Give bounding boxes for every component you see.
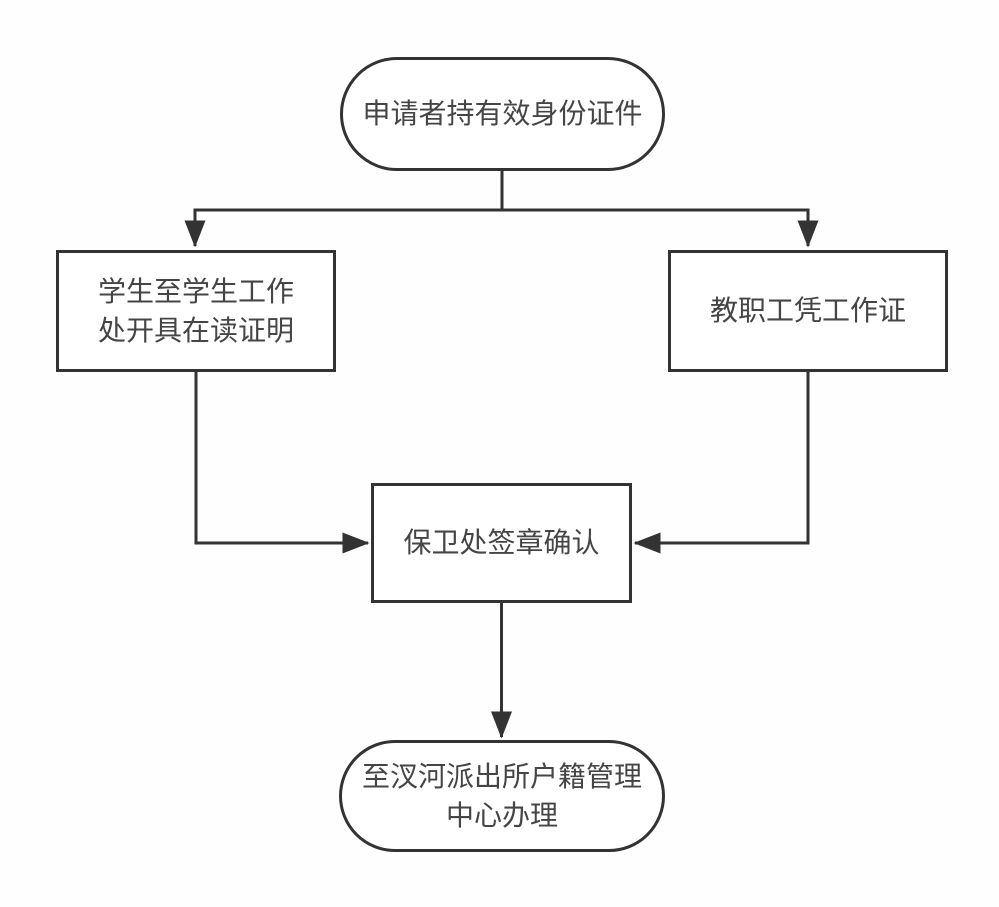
node-student-certificate: 学生至学生工作 处开具在读证明 [56, 250, 336, 372]
node-start-label: 申请者持有效身份证件 [362, 98, 643, 130]
node-end-label: 至汊河派出所户籍管理 中心办理 [361, 760, 642, 831]
node-security-office-stamp: 保卫处签章确认 [371, 483, 632, 603]
edge-student-to-security [194, 371, 370, 554]
edge-start-to-student [184, 171, 504, 248]
node-start: 申请者持有效身份证件 [340, 57, 665, 171]
node-staff-workid: 教职工凭工作证 [668, 250, 948, 372]
node-end: 至汊河派出所户籍管理 中心办理 [339, 740, 665, 852]
edge-staff-to-security [633, 371, 810, 554]
node-student-certificate-label: 学生至学生工作 处开具在读证明 [97, 275, 294, 346]
edge-start-to-staff [500, 171, 819, 248]
node-security-office-stamp-label: 保卫处签章确认 [403, 527, 600, 559]
node-staff-workid-label: 教职工凭工作证 [709, 295, 906, 327]
